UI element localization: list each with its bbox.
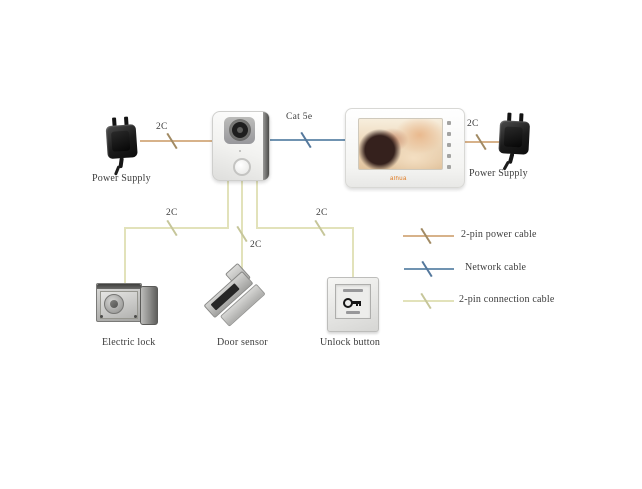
wire-label-branch-sensor: 2C <box>250 240 262 250</box>
legend-power-label: 2-pin power cable <box>461 229 537 240</box>
lock-top-edge <box>97 284 141 289</box>
monitor-touch-button-icon <box>447 121 451 125</box>
psu-face <box>110 130 131 152</box>
microphone-hole <box>239 150 241 152</box>
monitor-touch-button-icon <box>447 154 451 158</box>
door-station-side-edge <box>263 112 269 180</box>
indoor-monitor: alhua <box>345 108 465 188</box>
key-icon <box>343 298 363 308</box>
unlock-button-device <box>327 277 379 332</box>
wire-conn-stub-left <box>227 178 229 229</box>
electric-lock-label: Electric lock <box>102 337 156 348</box>
lock-body <box>96 283 142 322</box>
key-shaft <box>351 301 361 304</box>
power-supply-right-label: Power Supply <box>469 168 528 179</box>
wire-label-right-power: 2C <box>467 119 479 129</box>
dahua-logo: alhua <box>390 176 407 182</box>
wire-label-branch-lock: 2C <box>166 208 178 218</box>
unlock-fine-print <box>346 311 360 314</box>
wire-conn-sensor <box>241 178 243 277</box>
monitor-screen <box>358 118 443 170</box>
power-supply-left-label: Power Supply <box>92 173 151 184</box>
unlock-button-label: Unlock button <box>320 337 381 348</box>
camera-lens-icon <box>229 119 251 141</box>
wire-label-left-power: 2C <box>156 122 168 132</box>
lock-screw <box>100 315 103 318</box>
legend-network-line <box>404 268 454 270</box>
monitor-touch-button-icon <box>447 132 451 136</box>
lock-knob <box>110 300 118 308</box>
wire-conn-unlock-drop <box>352 227 354 279</box>
wire-conn-lock-horizontal <box>124 227 229 229</box>
door-sensor <box>203 262 268 332</box>
camera-lens-core <box>237 127 243 133</box>
power-supply-right <box>494 112 537 172</box>
key-tooth <box>356 303 358 306</box>
door-sensor-label: Door sensor <box>217 337 268 348</box>
legend-power-line <box>403 235 454 237</box>
legend-connection-line <box>403 300 454 302</box>
monitor-touch-button-icon <box>447 165 451 169</box>
legend-connection-label: 2-pin connection cable <box>459 294 555 305</box>
wire-conn-unlock-horizontal <box>256 227 354 229</box>
unlock-button-plate <box>335 284 371 319</box>
legend-network-label: Network cable <box>465 262 527 273</box>
wire-label-network: Cat 5e <box>286 112 313 122</box>
door-station-camera <box>212 111 270 181</box>
wire-power-left <box>140 140 213 142</box>
camera-lens <box>232 122 248 138</box>
wire-conn-stub-right <box>256 178 258 229</box>
unlock-fine-print <box>343 289 363 292</box>
wire-conn-lock-drop <box>124 227 126 284</box>
psu-face <box>503 126 523 148</box>
power-supply-left <box>101 116 145 177</box>
lock-strike-plate <box>140 286 158 325</box>
electric-lock <box>96 281 160 325</box>
door-sensor-assembly <box>193 257 281 345</box>
monitor-touch-button-icon <box>447 143 451 147</box>
lock-cylinder <box>104 294 124 314</box>
wire-label-branch-unlock: 2C <box>316 208 328 218</box>
call-button <box>233 158 251 176</box>
key-tooth <box>359 303 361 306</box>
lock-screw <box>134 315 137 318</box>
